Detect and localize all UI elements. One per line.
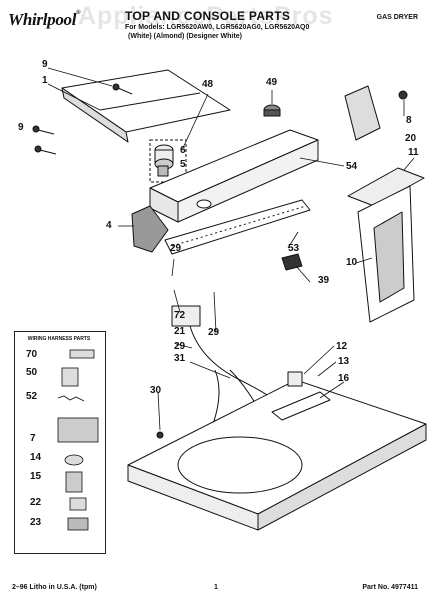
callout-29a: 29 [170, 243, 182, 254]
callout-22: 22 [30, 497, 42, 508]
footer-litho: 2–96 Litho in U.S.A. (tpm) [12, 584, 97, 591]
callout-29b: 29 [208, 327, 220, 338]
part-7-thumb [57, 417, 99, 443]
callout-29c: 29 [174, 341, 186, 352]
end-cap [131, 205, 169, 253]
callout-7: 7 [30, 433, 36, 444]
knob-49 [263, 104, 281, 117]
footer-page-number: 1 [214, 584, 218, 591]
screw-20 [398, 90, 408, 100]
screw-9-top [112, 83, 133, 95]
callout-9a: 9 [42, 59, 48, 70]
callout-21: 21 [174, 326, 186, 337]
brand-name: Whirlpool [8, 10, 77, 29]
callout-6: 6 [180, 145, 186, 156]
terminal-block [271, 391, 331, 421]
callout-30: 30 [150, 385, 162, 396]
callout-70: 70 [26, 349, 38, 360]
part-50-thumb [61, 367, 79, 387]
console-bracket [164, 199, 311, 255]
part-23-thumb [67, 517, 89, 531]
callout-23: 23 [30, 517, 42, 528]
callout-20: 20 [405, 133, 417, 144]
screw-9-left [32, 125, 55, 135]
callout-4: 4 [106, 220, 112, 231]
console-panel-front [177, 139, 319, 223]
callout-50: 50 [26, 367, 38, 378]
doc-type-label: GAS DRYER [376, 14, 418, 21]
switch-21 [171, 305, 201, 327]
part-22-thumb [69, 497, 87, 511]
callout-16: 16 [338, 373, 350, 384]
callout-11: 11 [408, 147, 419, 158]
registered-mark: ® [76, 10, 81, 16]
callout-72: 72 [174, 310, 186, 321]
model-line: For Models: LGR5620AW0, LGR5620AG0, LGR5… [125, 24, 310, 31]
footer-part-number: Part No. 4977411 [362, 584, 418, 591]
screw-30 [156, 431, 164, 439]
callout-54: 54 [346, 161, 358, 172]
legend-title: WIRING HARNESS PARTS [27, 336, 91, 342]
callout-53: 53 [288, 243, 300, 254]
part-70-thumb [69, 349, 95, 359]
drum-opening [177, 436, 303, 494]
callout-13: 13 [338, 356, 350, 367]
part-15-thumb [65, 471, 83, 493]
callout-12: 12 [336, 341, 348, 352]
lint-screen [347, 167, 425, 207]
right-end-cap [344, 85, 381, 141]
callout-9b: 9 [18, 122, 24, 133]
screw-9-left2 [34, 145, 57, 155]
cabinet-top-side [257, 423, 427, 531]
callout-48: 48 [202, 79, 214, 90]
lint-duct-inner [373, 211, 405, 303]
watermark-text: AppliancePartsPros [78, 2, 334, 30]
variants-line: (White) (Almond) (Designer White) [128, 33, 242, 40]
callout-49: 49 [266, 77, 278, 88]
part-52-thumb [57, 395, 85, 402]
page-title: TOP AND CONSOLE PARTS [125, 9, 291, 23]
part-14-thumb [64, 454, 84, 466]
callout-8: 8 [406, 115, 412, 126]
callout-15: 15 [30, 471, 42, 482]
callout-14: 14 [30, 452, 42, 463]
callout-31: 31 [174, 353, 186, 364]
callout-1: 1 [42, 75, 48, 86]
callout-5: 5 [180, 159, 186, 170]
callout-52: 52 [26, 391, 38, 402]
wiring-harness-legend [14, 331, 106, 554]
console-back-panel-edge [61, 87, 129, 143]
bracket-foot [281, 253, 303, 271]
brand-logo: Whirlpool® [8, 10, 81, 30]
callout-10: 10 [346, 257, 358, 268]
callout-39: 39 [318, 275, 330, 286]
